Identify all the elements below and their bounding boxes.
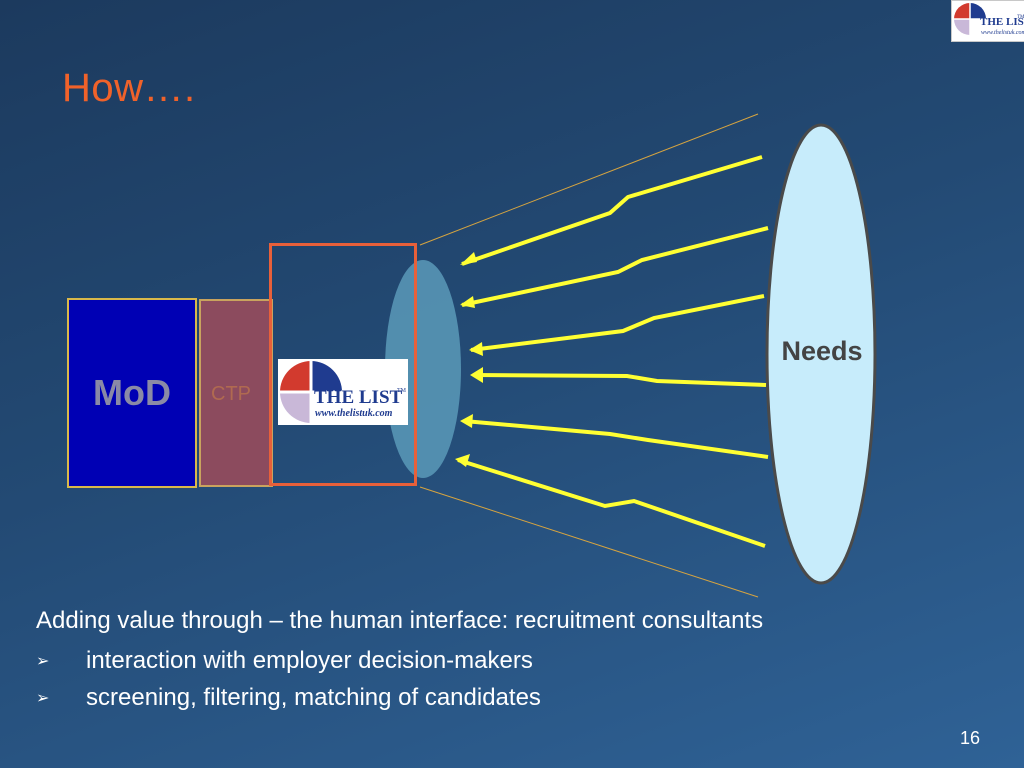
svg-text:THE LIST: THE LIST (314, 387, 403, 408)
the-list-logo-icon: THE LIST TM www.thelistuk.com (954, 3, 1024, 36)
arrow-5 (463, 419, 769, 459)
the-list-frame (269, 243, 417, 486)
svg-text:TM: TM (1017, 15, 1024, 20)
ctp-box: CTP (199, 299, 273, 487)
needs-label: Needs (781, 336, 863, 366)
svg-text:TM: TM (397, 388, 407, 394)
the-list-logo-corner: THE LIST TM www.thelistuk.com (951, 0, 1024, 42)
funnel-bottom-line (419, 486, 759, 598)
bullet-item: ➢ interaction with employer decision-mak… (36, 642, 996, 679)
svg-text:THE LIST: THE LIST (980, 16, 1024, 28)
lightning-arrows (455, 155, 769, 548)
mod-box: MoD (67, 298, 197, 488)
bullet-item: ➢ screening, filtering, matching of cand… (36, 679, 996, 716)
arrow-4 (473, 373, 767, 387)
arrow-3 (470, 294, 765, 352)
page-number: 16 (959, 728, 981, 748)
body-text: Adding value through – the human interfa… (36, 604, 996, 716)
the-list-logo-center-icon: THE LIST TM www.thelistuk.com (280, 361, 407, 423)
mod-label: MoD (93, 372, 171, 413)
needs-ellipse (765, 123, 877, 585)
svg-text:www.thelistuk.com: www.thelistuk.com (315, 408, 393, 419)
bullet-text: interaction with employer decision-maker… (86, 646, 533, 674)
the-list-logo-center: THE LIST TM www.thelistuk.com (278, 359, 408, 425)
bullet-text: screening, filtering, matching of candid… (86, 683, 541, 711)
arrow-6 (457, 458, 766, 548)
ctp-label: CTP (211, 383, 251, 405)
arrow-bullet-icon: ➢ (36, 689, 50, 707)
funnel-top-line (419, 113, 759, 246)
intro-line: Adding value through – the human interfa… (36, 607, 764, 634)
arrow-bullet-icon: ➢ (36, 652, 50, 670)
arrow-2 (461, 226, 769, 307)
arrow-1 (461, 155, 763, 266)
svg-text:www.thelistuk.com: www.thelistuk.com (981, 30, 1024, 36)
slide-title: How…. (62, 66, 196, 110)
